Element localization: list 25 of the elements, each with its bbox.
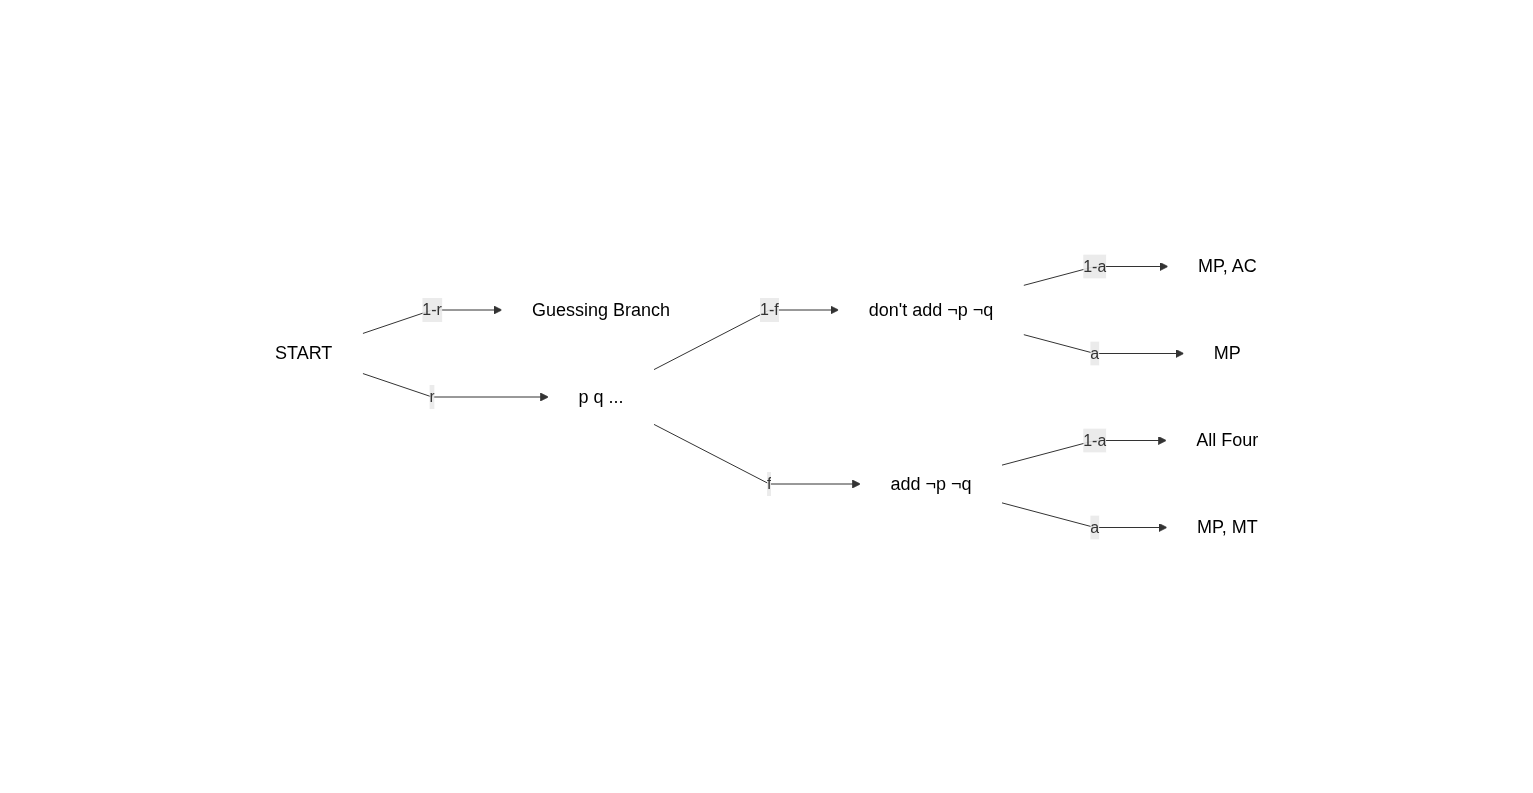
arrow <box>1000 501 1168 532</box>
node-text: START <box>274 342 333 363</box>
edge-label: 1-f <box>759 300 779 318</box>
arrow <box>652 423 861 488</box>
arrow <box>1000 435 1167 466</box>
arrow <box>361 305 503 334</box>
edge-label: 1-a <box>1083 257 1107 274</box>
node-text: MP, AC <box>1197 255 1257 276</box>
arrow <box>652 305 839 370</box>
node-text: add ¬p ¬q <box>890 473 972 493</box>
node-text: Guessing Branch <box>531 299 670 319</box>
arrow <box>1022 333 1185 358</box>
edge-label: r <box>429 387 435 405</box>
edge-label: 1-r <box>422 300 442 318</box>
arrow <box>361 372 549 401</box>
edge-label: a <box>1090 344 1100 361</box>
node-text: MP <box>1213 342 1241 363</box>
edge-label: a <box>1090 518 1100 535</box>
node-text: All Four <box>1196 429 1259 450</box>
node-text: MP, MT <box>1196 516 1258 537</box>
node-text: p q ... <box>578 386 624 406</box>
edge-label: 1-a <box>1083 431 1107 448</box>
node-text: don't add ¬p ¬q <box>868 299 994 319</box>
arrow <box>1022 261 1169 286</box>
edge-label: f <box>766 474 772 492</box>
